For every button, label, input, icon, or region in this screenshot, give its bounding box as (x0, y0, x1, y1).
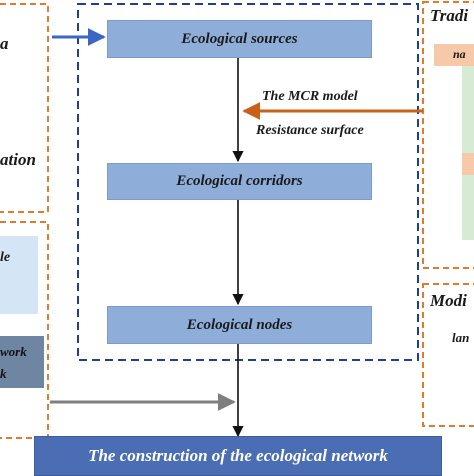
right-peach-box: na (434, 44, 474, 66)
ecological-sources-label: Ecological sources (181, 30, 298, 47)
right-traditional-title: Tradi (430, 6, 469, 25)
resistance-surface-label: Resistance surface (256, 123, 364, 138)
ecological-corridors-label: Ecological corridors (176, 173, 303, 189)
left-fragment-work: work (0, 344, 27, 359)
construction-box: The construction of the ecological netwo… (34, 436, 442, 476)
left-fragment-k: k (0, 366, 7, 381)
mcr-model-label: The MCR model (262, 89, 358, 104)
construction-label: The construction of the ecological netwo… (88, 446, 388, 465)
left-slate-box: work k (0, 336, 44, 388)
ecological-nodes-label: Ecological nodes (186, 316, 293, 333)
right-peach-box-2 (462, 153, 474, 175)
right-modified-item: lan (452, 330, 470, 345)
left-light-blue-box: le (0, 236, 38, 314)
ecological-corridors-box: Ecological corridors (107, 163, 372, 200)
right-traditional-item: na (453, 47, 466, 61)
ecological-nodes-box: Ecological nodes (107, 306, 372, 344)
left-fragment-ation: ation (0, 150, 36, 169)
right-modified-title: Modi (430, 291, 467, 310)
left-fragment-a: a (0, 34, 9, 53)
ecological-sources-box: Ecological sources (107, 20, 372, 58)
left-fragment-le: le (0, 250, 11, 265)
